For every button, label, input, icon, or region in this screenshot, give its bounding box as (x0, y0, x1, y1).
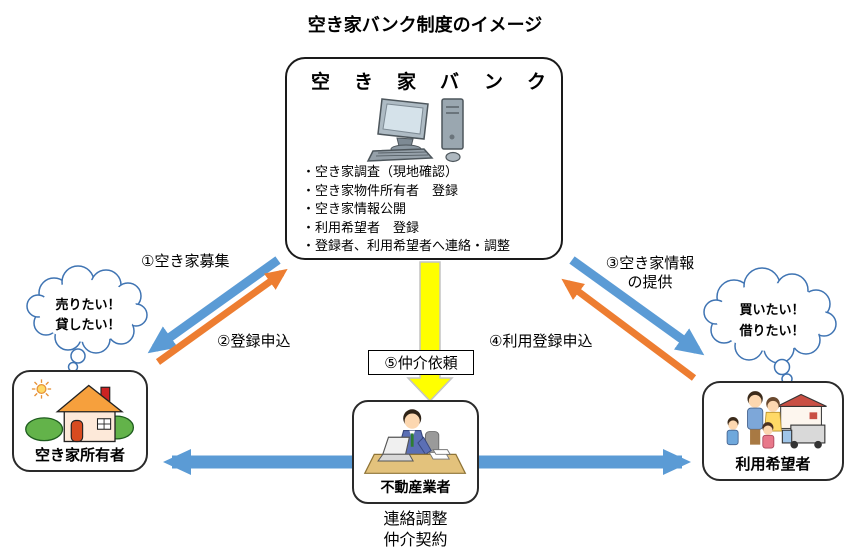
owner-thought-cloud: 売りたい！ 貸したい！ (26, 265, 148, 373)
agent-caption-line1: 連絡調整 (383, 511, 448, 528)
arrow-broker (406, 261, 454, 403)
agent-label: 不動産業者 (380, 479, 451, 495)
arrow-label-provide-line2: の提供 (627, 274, 673, 291)
owner-thought-line2: 貸したい！ (55, 317, 120, 332)
bank-bullet-list: ・空き家調査（現地確認） ・空き家物件所有者 登録 ・空き家情報公開 ・利用希望… (302, 163, 555, 256)
arrow-apply (561, 278, 697, 381)
owner-thought-line1: 売りたい！ (55, 297, 120, 312)
arrow-label-broker: ⑤仲介依頼 (368, 350, 474, 375)
bank-bullet: ・空き家調査（現地確認） (302, 164, 459, 179)
bank-bullet: ・利用希望者 登録 (302, 219, 420, 235)
arrow-register (155, 268, 288, 365)
arrow-provide (569, 256, 705, 356)
desktop-computer-icon (366, 98, 464, 163)
owner-box: 空き家所有者 (12, 370, 148, 472)
bank-bullet: ・登録者、利用希望者へ連絡・調整 (302, 238, 511, 253)
page-title: 空き家バンク制度のイメージ (307, 15, 543, 35)
family-illustration (726, 391, 827, 449)
seeker-label: 利用希望者 (735, 456, 811, 473)
agent-caption-line2: 仲介契約 (383, 532, 448, 549)
arrow-recruit (147, 256, 281, 354)
arrow-label-recruit: ①空き家募集 (141, 253, 230, 270)
house-illustration (25, 379, 135, 443)
bank-title: 空き家バンク (311, 72, 570, 93)
seeker-thought-line1: 買いたい！ (739, 302, 804, 317)
arrow-label-provide: ③空き家情報 の提供 (583, 254, 717, 292)
agent-box: 不動産業者 (352, 400, 479, 504)
seeker-thought-line2: 借りたい！ (738, 323, 804, 338)
seeker-box: 利用希望者 (702, 381, 844, 481)
agent-illustration (363, 409, 466, 474)
seeker-thought-cloud: 買いたい！ 借りたい！ (703, 267, 837, 385)
bank-bullet: ・空き家情報公開 (302, 201, 407, 216)
arrow-label-provide-line1: ③空き家情報 (605, 255, 695, 272)
arrow-label-apply: ④利用登録申込 (489, 333, 593, 350)
bank-bullet: ・空き家物件所有者 登録 (302, 182, 459, 198)
agent-caption: 連絡調整 仲介契約 (352, 509, 479, 551)
arrow-label-register: ②登録申込 (217, 333, 291, 350)
bank-box: 空き家バンク ・空き家調査（現地確認） ・空き家物件所有者 登録 ・空き家情報公… (285, 57, 563, 260)
owner-label: 空き家所有者 (34, 447, 125, 464)
